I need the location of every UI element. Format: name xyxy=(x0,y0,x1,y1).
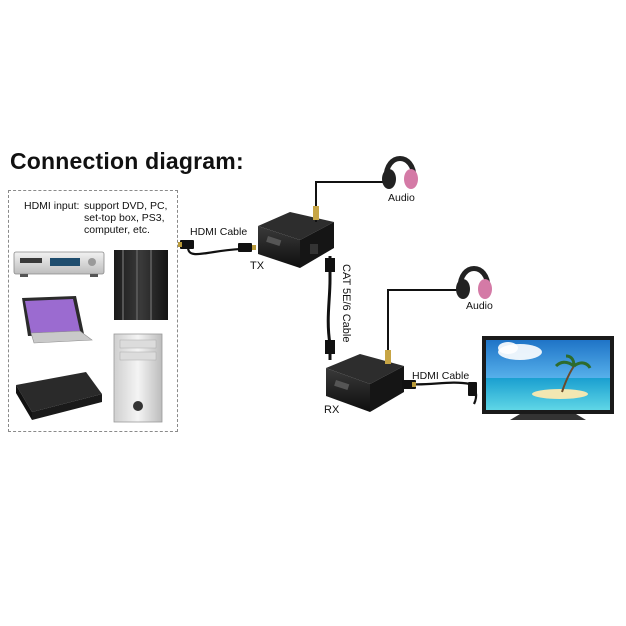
supported-sources-list: support DVD, PC, set-top box, PS3, compu… xyxy=(84,200,167,236)
hdmi-input-label: HDMI input: xyxy=(24,200,80,212)
source-devices-box xyxy=(8,190,178,432)
laptop-icon xyxy=(22,296,93,344)
tx-audio-label: Audio xyxy=(388,192,415,204)
headphones-icon-tx xyxy=(382,156,418,189)
diagram-title: Connection diagram: xyxy=(10,148,244,174)
tx-audio-cable xyxy=(313,181,384,222)
cat-cable-label: CAT 5E/6 Cable xyxy=(340,264,352,343)
supported-sources-line: support DVD, PC, xyxy=(84,200,168,212)
supported-sources-line: set-top box, PS3, xyxy=(84,212,165,224)
tx-hdmi-cable-label: HDMI Cable xyxy=(190,226,248,238)
rx-label: RX xyxy=(324,404,340,416)
rx-audio-label: Audio xyxy=(466,300,493,312)
pc-tower-icon xyxy=(113,333,163,423)
dvd-player-icon xyxy=(13,251,105,277)
tx-device-icon xyxy=(258,212,334,268)
hdmi-cable-tx xyxy=(178,240,256,256)
rx-device-icon xyxy=(326,354,404,412)
rx-hdmi-cable-label: HDMI Cable xyxy=(412,370,470,382)
headphones-icon-rx xyxy=(456,266,492,299)
tv-icon xyxy=(482,336,614,420)
supported-sources-line: computer, etc. xyxy=(84,224,150,236)
tx-label: TX xyxy=(250,260,265,272)
rx-audio-cable xyxy=(385,289,458,364)
cat-cable xyxy=(325,256,335,360)
hdmi-cable-rx xyxy=(402,380,478,405)
set-top-box-icon xyxy=(114,250,168,320)
media-box-icon xyxy=(16,372,102,420)
